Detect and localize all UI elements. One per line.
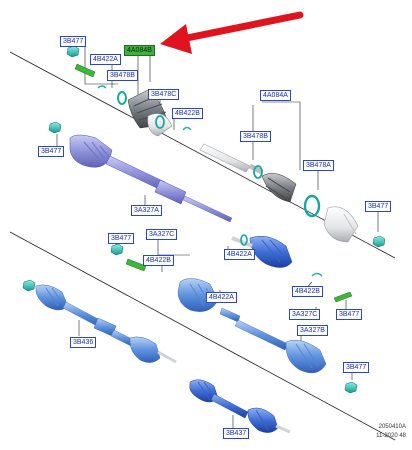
seal-ring-d [253, 165, 263, 179]
callout-3B478B-mid: 3B478B [240, 131, 271, 142]
callout-4A084A: 4A084A [260, 90, 291, 101]
callout-4B422B-mid: 4B422B [143, 255, 174, 266]
green-snap-ring [74, 63, 96, 78]
callout-3B478A: 3B478A [303, 160, 334, 171]
boot-clamp-right [311, 272, 323, 277]
purple-stub [182, 195, 233, 223]
light-blue-stub [219, 307, 241, 323]
drawing-date: 11-2020 48 [376, 433, 406, 439]
hub-nut-upper [66, 45, 80, 58]
callout-4B422B-right: 4B422B [292, 286, 323, 297]
callout-3B478C: 3B478C [148, 89, 180, 100]
callout-4B422A-mid: 4B422A [206, 292, 237, 303]
hub-nut-right [344, 381, 358, 394]
callout-3B436: 3B436 [70, 337, 97, 348]
callout-4B422A-right: 4B422A [224, 249, 255, 260]
large-seal-ring [303, 194, 321, 218]
green-snap-ring-right [333, 291, 353, 303]
hub-nut-mid [110, 243, 124, 256]
callout-3B477-upper-right: 3B477 [365, 201, 392, 212]
seal-ring-mid [240, 234, 248, 246]
callout-3B437: 3B437 [223, 428, 250, 439]
red-arrow-icon [160, 11, 304, 54]
leader-lines [56, 45, 379, 428]
dark-blue-shaft [210, 393, 249, 419]
hub-nut-purple [48, 121, 62, 134]
inner-cv-housing [323, 206, 359, 243]
boot-clamp-b [182, 126, 192, 131]
hub-nut-lower [22, 279, 36, 292]
callout-3A327A: 3A327A [131, 205, 162, 216]
drawing-code: 2050410A [378, 424, 406, 430]
hub-nut-upper-right [372, 235, 386, 248]
callout-3B477-right: 3B477 [336, 309, 363, 320]
callout-3A327C-top: 3A327C [146, 229, 178, 240]
purple-shaft [105, 155, 166, 191]
green-snap-ring-mid [125, 258, 147, 272]
callout-3A327B: 3A327B [297, 325, 328, 336]
blue-shaft-right [234, 319, 289, 351]
light-blue-outer-joint [177, 278, 219, 312]
upper-assembly [48, 45, 386, 248]
callout-3B477-left: 3B477 [38, 146, 65, 157]
light-blue-inner-joint [129, 336, 161, 363]
callout-4B422B-top: 4B422B [172, 108, 203, 119]
callout-3B477-lower-right: 3B477 [343, 362, 370, 373]
light-blue-long-shaft [62, 301, 101, 327]
callout-3B478B-top: 3B478B [107, 70, 138, 81]
callout-3B477-mid: 3B477 [108, 233, 135, 244]
purple-outer-joint [69, 134, 113, 168]
callout-3A327C-right: 3A327C [289, 309, 321, 320]
seal-ring-c [155, 115, 165, 129]
callout-4A084B-highlighted: 4A084B [124, 45, 155, 56]
lower-assembly [22, 279, 291, 434]
intermediate-shaft-light [199, 143, 251, 173]
outer-cv-joint-cup [147, 113, 173, 137]
purple-damper [154, 179, 187, 205]
boot-clamp-a [97, 85, 107, 89]
divider-line-middle [9, 231, 396, 441]
callout-4B422A-top: 4B422A [90, 54, 121, 65]
callout-3B477-top: 3B477 [60, 36, 87, 47]
inner-cv-boot [261, 173, 297, 203]
seal-ring-b [117, 91, 127, 105]
dark-blue-inner-joint [247, 407, 279, 433]
blue-outer-joint-right [285, 340, 327, 374]
